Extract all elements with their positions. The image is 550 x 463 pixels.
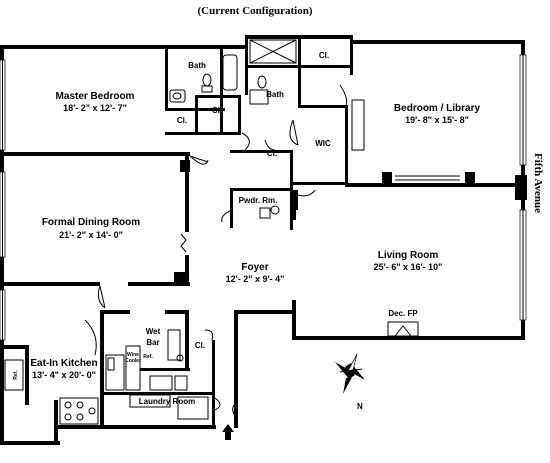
compass-icon [335, 353, 365, 394]
living-room-name: Living Room [378, 250, 439, 261]
wic-label: WIC [315, 139, 331, 148]
foyer-dims: 12'- 2" x 9'- 4" [226, 274, 285, 284]
closet-label-4: Cl. [267, 149, 277, 158]
formal-dining-dims: 21'- 2" x 14'- 0" [59, 230, 123, 240]
kitchen-ref-label: Ref. [13, 370, 19, 380]
laundry-label: Laundry Room [139, 397, 195, 406]
bath-label-1: Bath [188, 61, 206, 70]
foyer-name: Foyer [241, 262, 268, 273]
small-labels: Bath Bath Cl. Cl. Cl. Cl. Cl. WIC Pwdr. … [13, 51, 418, 406]
formal-dining-name: Formal Dining Room [42, 217, 140, 228]
master-bedroom-dims: 18'- 2" x 12'- 7" [63, 103, 127, 113]
fixtures [4, 39, 460, 425]
interior-walls [0, 35, 520, 445]
room-labels: Master Bedroom 18'- 2" x 12'- 7" Bedroom… [30, 91, 480, 380]
fireplace-label: Dec. FP [388, 309, 418, 318]
wet-label: Wet [146, 327, 161, 336]
kitchen-name: Eat-In Kitchen [30, 358, 97, 369]
doors [84, 84, 348, 419]
powder-room-label: Pwdr. Rm. [239, 196, 278, 205]
ref-label: Ref. [143, 354, 153, 360]
closet-label-5: Cl. [195, 341, 205, 350]
right-windows [515, 54, 527, 321]
plan-heading: (Current Configuration) [198, 5, 313, 17]
bedroom-library-dims: 19'- 8" x 15'- 8" [405, 115, 469, 125]
closet-label-3: Cl. [177, 116, 187, 125]
kitchen-dims: 13'- 4" x 20'- 0" [32, 370, 96, 380]
compass-north-label: N [357, 402, 363, 411]
wine-label-2: Cooler [125, 358, 141, 364]
closet-label-2: Cl. [212, 106, 222, 115]
wine-label-1: Wine [127, 352, 139, 358]
master-bedroom-name: Master Bedroom [56, 91, 135, 102]
entry-arrow-icon [222, 424, 234, 440]
closet-label-1: Cl. [319, 51, 329, 60]
bath-label-2: Bath [266, 90, 284, 99]
bedroom-library-name: Bedroom / Library [394, 103, 481, 114]
left-windows [0, 59, 6, 341]
living-room-dims: 25'- 6" x 16'- 10" [374, 262, 443, 272]
street-label: Fifth Avenue [532, 153, 544, 213]
bar-label: Bar [146, 338, 159, 347]
